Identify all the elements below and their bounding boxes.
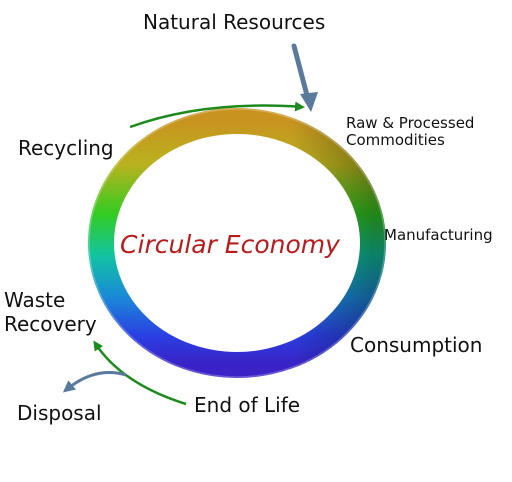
label-raw-processed-commodities: Raw & Processed Commodities bbox=[346, 114, 475, 150]
label-disposal: Disposal bbox=[17, 401, 102, 425]
circular-ring bbox=[88, 108, 386, 378]
natural-resources-arrow bbox=[291, 43, 318, 112]
end-of-life-arrow bbox=[93, 340, 187, 406]
diagram-title: Circular Economy bbox=[120, 230, 340, 259]
label-waste-recovery: Waste Recovery bbox=[4, 288, 97, 336]
label-consumption: Consumption bbox=[350, 333, 483, 357]
label-manufacturing: Manufacturing bbox=[384, 226, 493, 244]
label-natural-resources: Natural Resources bbox=[143, 10, 326, 34]
label-recycling: Recycling bbox=[18, 136, 114, 160]
disposal-arrow bbox=[62, 371, 127, 393]
recycling-arrow bbox=[129, 101, 305, 129]
label-end-of-life: End of Life bbox=[194, 393, 301, 417]
